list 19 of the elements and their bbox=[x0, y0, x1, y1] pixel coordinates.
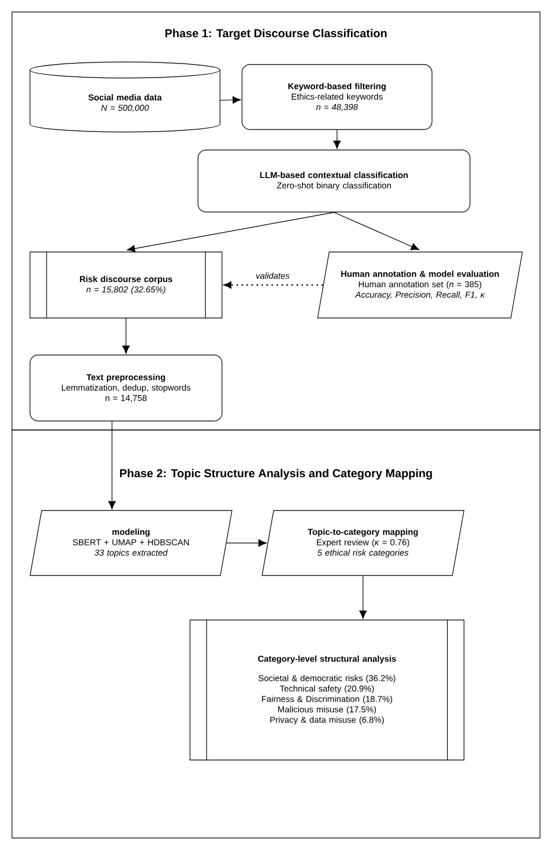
data-parallelogram: modeling SBERT + UMAP + HDBSCAN 33 topics extracted bbox=[30, 510, 232, 576]
arrow bbox=[108, 421, 116, 510]
edge-label: validates bbox=[256, 272, 290, 279]
database-cylinder: Social media data N = 500,000 bbox=[30, 62, 220, 132]
arrow bbox=[359, 576, 367, 619]
arrow bbox=[220, 96, 241, 104]
process-box: Keyword-based filtering Ethics-related keywords n = 48,398 bbox=[242, 64, 432, 130]
data-parallelogram: Topic-to-category mapping Expert review (κ = 0.76) 5 ethical risk categories bbox=[262, 510, 464, 576]
arrow bbox=[226, 539, 267, 547]
predefined-process-box: Category-level structural analysis Societal & democratic risks (36.2%) Technical safety (20.9%) Fairness & Discrimination (18.7%) Malicious misuse (17.5%) Privacy & data misuse (6.8%) bbox=[190, 619, 464, 761]
data-parallelogram: Human annotation & model evaluation Human annotation set (n = 385) Accuracy, Precision, Recall, F1, κ bbox=[317, 252, 523, 318]
process-box: Text preprocessing Lemmatization, dedup, stopwords n = 14,758 bbox=[30, 354, 222, 422]
arrow bbox=[126, 212, 334, 252]
process-box: LLM-based contextual classification Zero-shot binary classification bbox=[198, 150, 470, 212]
arrow bbox=[122, 318, 130, 354]
arrow bbox=[333, 130, 341, 149]
arrow bbox=[334, 212, 420, 250]
dotted-arrow bbox=[224, 282, 324, 288]
predefined-process-box: Risk discourse corpus n = 15,802 (32.65%) bbox=[30, 251, 222, 319]
